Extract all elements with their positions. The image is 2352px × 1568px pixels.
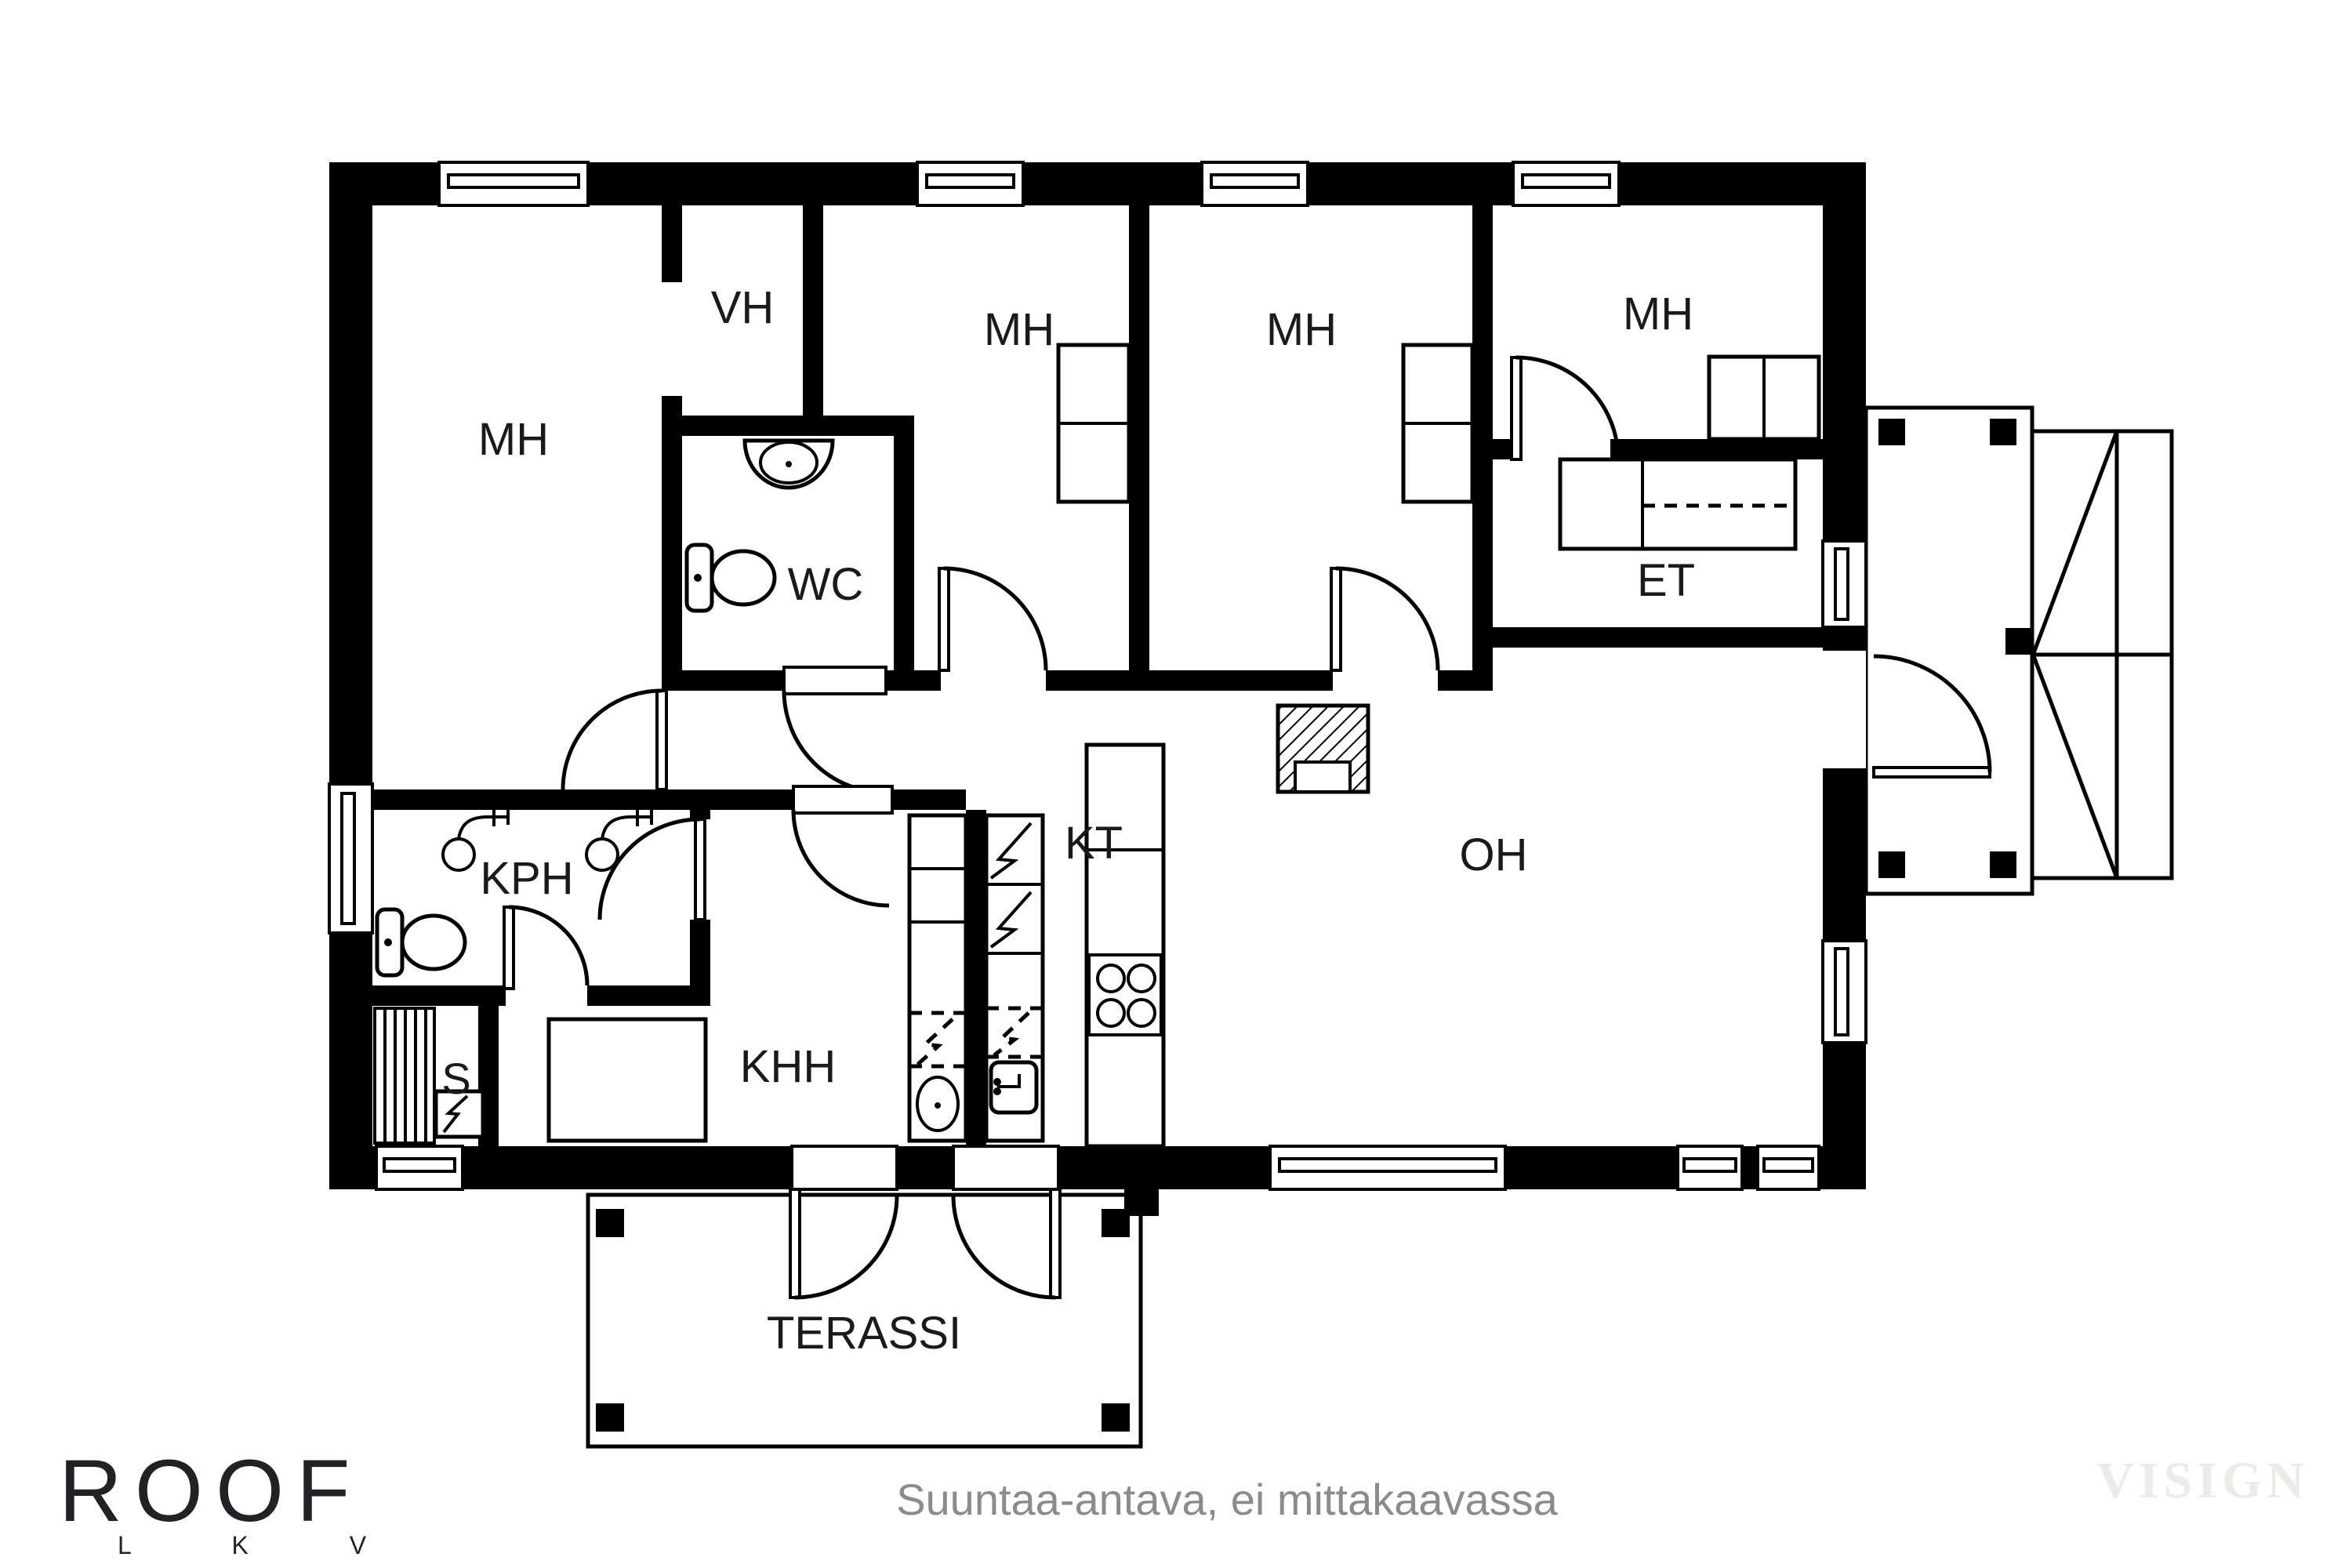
terrace-post <box>596 1209 624 1237</box>
wall-south <box>329 1146 1866 1189</box>
door-mh4 <box>1510 355 1621 463</box>
room-label-oh: OH <box>1460 829 1528 880</box>
sauna-stove-icon <box>434 1089 485 1139</box>
room-label-mh2: MH <box>984 304 1054 355</box>
door-mh3 <box>1330 566 1440 694</box>
wardrobe-mh4 <box>1707 354 1821 441</box>
room-label-mh4: MH <box>1623 289 1693 339</box>
window-mh4 <box>1512 161 1621 207</box>
et-sideboard <box>1558 457 1798 551</box>
door-entrance <box>1823 651 1992 779</box>
window-oh-south-wide <box>1269 1145 1507 1191</box>
window-et <box>1821 539 1867 629</box>
wardrobe-mh3 <box>1401 343 1475 504</box>
shower-icon <box>441 808 510 872</box>
door-mh1 <box>561 688 668 791</box>
door-sauna <box>503 905 590 1009</box>
room-label-mh1: MH <box>478 414 549 465</box>
window-kph <box>328 782 374 935</box>
window-mh3 <box>1200 161 1309 207</box>
watermark-visign: VISIGN <box>2096 1452 2309 1509</box>
toilet-icon-wc <box>684 543 777 613</box>
stove-burners <box>1087 953 1163 1036</box>
kt-cabinets <box>984 813 1045 1143</box>
door-terrace-oh <box>951 1145 1062 1300</box>
porch-post <box>1878 851 1905 878</box>
window-sauna <box>375 1145 464 1191</box>
shower-icon <box>585 808 653 872</box>
room-label-kt: KT <box>1065 818 1123 869</box>
logo-lkv: L K V <box>118 1531 413 1559</box>
window-mh1 <box>437 161 590 207</box>
khh-cabinets <box>907 813 968 1143</box>
kitchen-island <box>1084 742 1166 1149</box>
wardrobe-mh2 <box>1056 343 1131 504</box>
toilet-icon-kph <box>375 907 467 978</box>
doors <box>503 355 1992 1300</box>
room-label-khh: KHH <box>740 1041 836 1092</box>
porch-post <box>1990 851 2016 878</box>
sink-icon-wc <box>742 438 835 490</box>
window-oh-south-2 <box>1756 1145 1820 1191</box>
porch-post <box>2005 628 2032 655</box>
room-label-kph: KPH <box>480 853 573 904</box>
fixtures <box>373 343 1821 1149</box>
terrace-post <box>1102 1403 1130 1432</box>
room-label-mh3: MH <box>1266 304 1337 355</box>
sink-icon-khh <box>916 1076 960 1132</box>
room-label-wc: WC <box>788 559 864 610</box>
porch-post <box>1990 419 2016 445</box>
door-khh <box>791 785 894 908</box>
window-oh-south-1 <box>1676 1145 1744 1191</box>
washer-bench <box>546 1017 708 1143</box>
room-labels: MH VH WC MH MH MH ET OH KT KHH KPH S TER… <box>441 282 1695 1359</box>
room-label-terassi: TERASSI <box>767 1308 961 1359</box>
door-kph <box>597 817 715 921</box>
room-label-vh: VH <box>711 282 775 333</box>
door-wc <box>782 666 887 795</box>
room-label-et: ET <box>1637 555 1695 606</box>
footer: ROOF L K V Suuntaa-antava, ei mittakaava… <box>59 1442 2309 1559</box>
door-mh2 <box>938 566 1048 694</box>
window-oh-east <box>1821 939 1867 1044</box>
door-terrace-khh <box>789 1145 899 1300</box>
entry-steps <box>2030 429 2174 880</box>
terrace-deck <box>586 1192 1143 1449</box>
fridge-icon <box>989 822 1033 880</box>
terrace-roof-post <box>1124 1189 1159 1216</box>
logo-roof: ROOF <box>59 1442 363 1540</box>
terrace-post <box>596 1403 624 1432</box>
room-label-s: S <box>441 1054 470 1103</box>
windows <box>328 161 1867 1191</box>
fireplace <box>1276 703 1370 794</box>
sauna-benches <box>373 1007 436 1145</box>
entry-porch <box>1864 405 2174 896</box>
window-mh2 <box>916 161 1025 207</box>
footer-disclaimer: Suuntaa-antava, ei mittakaavassa <box>896 1475 1558 1524</box>
wall-west <box>329 162 372 1189</box>
porch-post <box>1878 419 1905 445</box>
freezer-icon <box>989 891 1033 949</box>
